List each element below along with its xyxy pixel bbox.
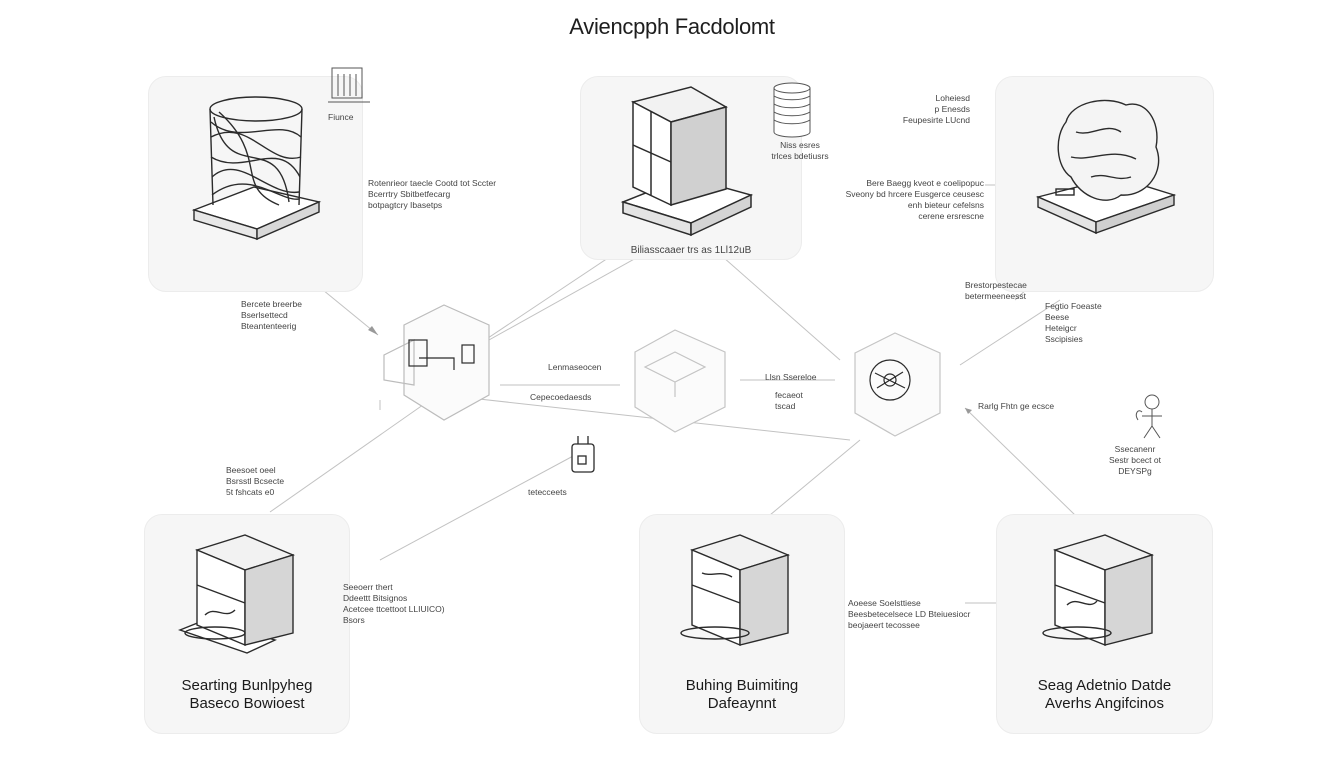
note-tc-coins: Niss esres trlces bdetiusrs [771, 140, 829, 161]
card-bottom-right: Seag Adetnio Datde Averhs Angifcinos [996, 514, 1213, 734]
note-hub-left-b: Cepecoedaesds [530, 392, 592, 402]
server-machine-icon [680, 534, 791, 647]
card-top-center: Biliasscaaer trs as 1Ll12uB [580, 76, 802, 260]
hub-center-icon [634, 329, 726, 433]
diagram-title: Aviencpph Facdolomt [569, 14, 775, 39]
top-center-caption: Biliasscaaer trs as 1Ll12uB [630, 245, 752, 256]
note-tl-low: Bercete breerbe Bserlsettecd Bteantentee… [241, 299, 302, 331]
note-tr-right: Fegtio Foeaste Beese Heteigcr Sscipisies [1045, 301, 1102, 344]
wire-bundle-server-icon [191, 96, 322, 241]
note-tl-small: Fiunce [328, 112, 354, 122]
rock-server-icon [1035, 99, 1177, 235]
connector-plug-icon [571, 436, 595, 473]
hub-right-icon [854, 332, 941, 437]
arrow-head [368, 326, 378, 335]
note-hub-mid-a: Llsn Ssereloe [765, 372, 817, 382]
arrow-head [965, 408, 972, 414]
connector-line [959, 299, 1061, 366]
card-bottom-left: Searting Bunlpyheg Baseco Bowioest [144, 514, 350, 734]
note-left-mid: Beesoet oeel Bsrsstl Bcsecte 5t fshcats … [226, 465, 285, 497]
note-hub-mid-b: fecaeot tscad [775, 390, 803, 411]
note-tr-top: Loheiesd p Enesds Feupesirte LUcnd [902, 93, 970, 125]
hub-left-icon [383, 304, 490, 421]
note-tr-low: Brestorpestecae betermeeneesst [965, 280, 1027, 301]
connector-line [269, 399, 431, 513]
bottom-left-label-line-2: Baseco Bowioest [189, 695, 305, 712]
server-machine-icon [177, 534, 296, 654]
note-tr-mid: Bere Baegg kveot e coelipopuc Sveony bd … [845, 178, 984, 221]
bottom-left-label-line-1: Searting Bunlpyheg [181, 677, 313, 694]
connector-line [964, 407, 1076, 516]
note-bottom-center: Aoeese Soelsttiese Beesbetecelsece LD Bt… [848, 598, 971, 630]
note-tl-mid: Rotenrieor taecle Cootd tot Sccter Bcerr… [368, 178, 497, 210]
coin-stack-icon [773, 82, 811, 138]
bottom-center-label-line-1: Buhing Buimiting [685, 677, 799, 694]
note-hub-right: Rarlg Fhtn ge ecsce [978, 401, 1055, 411]
note-center-small: tetecceets [528, 487, 567, 497]
note-robot: Ssecanenr Sestr bcect ot DEYSPg [1109, 444, 1161, 476]
chart-icon [328, 67, 370, 103]
bottom-right-label-line-2: Averhs Angifcinos [1045, 695, 1164, 712]
card-top-right [995, 76, 1214, 292]
card-top-left [148, 76, 363, 292]
bottom-right-label-line-1: Seag Adetnio Datde [1037, 677, 1172, 694]
connector-line [379, 454, 576, 561]
card-bottom-center: Buhing Buimiting Dafeaynnt [639, 514, 845, 734]
note-hub-left-a: Lenmaseocen [548, 362, 602, 372]
server-machine-icon [1042, 534, 1155, 647]
note-bottom-left: Seeoerr thert Ddeettt Bitsignos Acetcee … [343, 582, 445, 625]
bottom-center-label-line-2: Dafeaynnt [707, 695, 777, 712]
robot-figure-icon [1135, 394, 1162, 439]
server-tower-icon [620, 86, 754, 237]
